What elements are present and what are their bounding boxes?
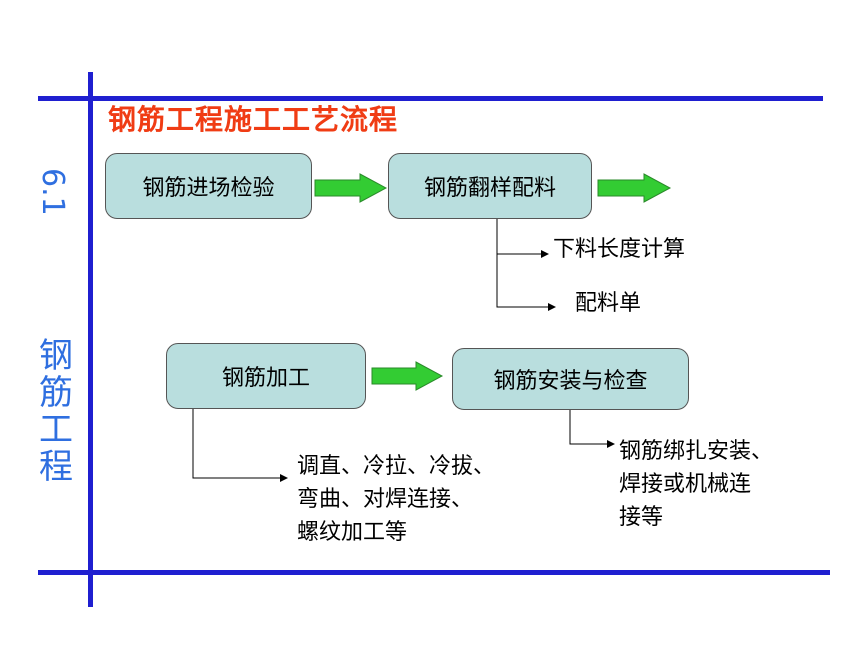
step-incoming-inspection-label: 钢筋进场检验 xyxy=(142,176,275,201)
note-installation-line-1: 钢筋绑扎安装、 xyxy=(619,439,774,464)
flow-arrow-1 xyxy=(314,173,388,203)
note-processing-line-3: 螺纹加工等 xyxy=(297,520,408,545)
step-processing: 钢筋加工 xyxy=(166,343,366,409)
note-installation-line-3: 接等 xyxy=(619,505,664,530)
note-cutting-sheet: 配料单 xyxy=(575,291,642,316)
bottom-rule xyxy=(38,570,830,575)
slide-title: 钢筋工程施工工艺流程 xyxy=(108,103,399,136)
note-length-calculation: 下料长度计算 xyxy=(553,237,686,262)
note-installation-line-2: 焊接或机械连 xyxy=(619,472,752,497)
branch-to-calc xyxy=(496,218,549,258)
top-rule xyxy=(38,96,823,101)
branch-to-processing-note xyxy=(192,408,288,482)
branch-to-list xyxy=(496,254,556,311)
note-processing-line-2: 弯曲、对焊连接、 xyxy=(297,487,474,512)
step-incoming-inspection: 钢筋进场检验 xyxy=(105,153,312,219)
left-rule xyxy=(88,72,93,607)
step-cutting-list-label: 钢筋翻样配料 xyxy=(423,176,556,201)
note-processing-line-1: 调直、冷拉、冷拔、 xyxy=(297,454,496,479)
section-title: 钢筋工程 xyxy=(39,336,73,487)
flow-arrow-3 xyxy=(371,361,444,391)
step-installation-label: 钢筋安装与检查 xyxy=(493,369,648,394)
branch-to-install-note xyxy=(569,408,615,448)
flow-arrow-2 xyxy=(597,173,672,203)
step-cutting-list: 钢筋翻样配料 xyxy=(388,153,592,219)
step-processing-label: 钢筋加工 xyxy=(221,366,310,391)
step-installation: 钢筋安装与检查 xyxy=(452,348,689,410)
